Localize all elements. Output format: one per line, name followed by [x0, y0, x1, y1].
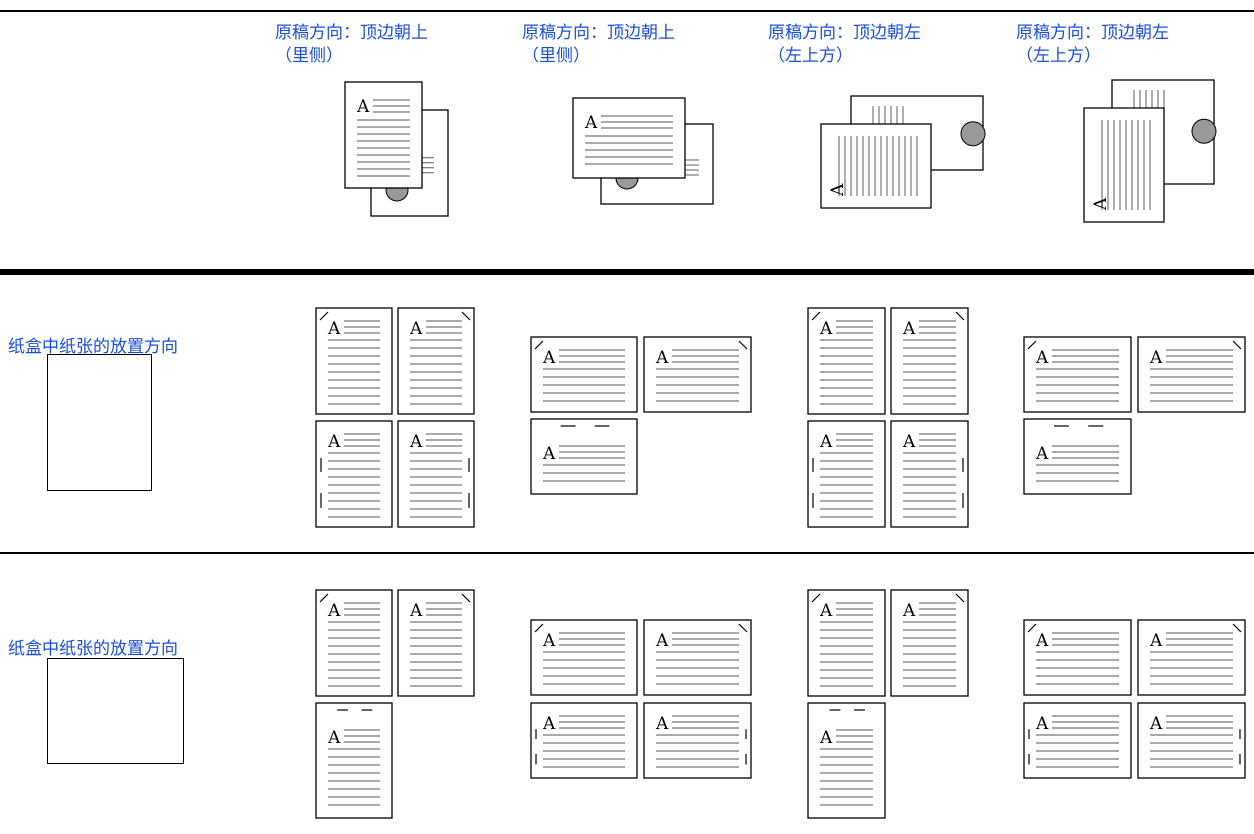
front-page [1083, 107, 1165, 223]
glyph-a: A [1091, 197, 1111, 211]
r2-g4-p1: A [1023, 619, 1132, 696]
glyph-a: A [819, 728, 833, 748]
r2-g2-p1: A [530, 619, 638, 696]
original-header-3: A [820, 95, 986, 209]
column-header-2-line2: （里侧） [522, 46, 590, 66]
column-header-4-line1: 原稿方向：顶边朝左 [1016, 23, 1169, 43]
original-header-4: A [1083, 79, 1217, 223]
glyph-a: A [542, 444, 556, 464]
glyph-a: A [819, 432, 833, 452]
glyph-a: A [655, 631, 669, 651]
r2-g2-p2: A [643, 619, 752, 696]
glyph-a: A [1149, 714, 1163, 734]
r1-g3-p1: A [807, 307, 886, 415]
glyph-a: A [542, 348, 556, 368]
r2-g2-p4: A [643, 702, 752, 779]
column-header-3-line2: （左上方） [768, 46, 853, 66]
row-label-2: 纸盒中纸张的放置方向 [8, 639, 178, 659]
column-header-2: 原稿方向：顶边朝上 （里侧） [522, 22, 675, 68]
r1-g4-p1: A [1023, 336, 1132, 413]
glyph-a: A [902, 319, 916, 339]
r2-g1-p3: A [315, 702, 393, 819]
glyph-a: A [327, 432, 341, 452]
glyph-a: A [819, 319, 833, 339]
r1-g4-p3: A [1023, 418, 1132, 495]
r1-g2-p3: A [530, 418, 638, 495]
r1-g2-p1: A [530, 336, 638, 413]
glyph-a: A [542, 714, 556, 734]
glyph-a: A [1035, 631, 1049, 651]
r1-g1-p3: A [315, 420, 393, 528]
r2-g4-p4: A [1137, 702, 1246, 779]
staple-hole-icon [960, 121, 986, 147]
glyph-a: A [655, 348, 669, 368]
glyph-a: A [828, 183, 848, 197]
r2-g1-p1: A [315, 589, 393, 697]
r2-g2-p3: A [530, 702, 638, 779]
column-header-1: 原稿方向：顶边朝上 （里侧） [275, 22, 428, 68]
column-header-1-line2: （里侧） [275, 46, 343, 66]
glyph-a: A [409, 601, 423, 621]
glyph-a: A [409, 319, 423, 339]
r1-g1-p1: A [315, 307, 393, 415]
r2-g3-p1: A [807, 589, 886, 697]
column-header-3-line1: 原稿方向：顶边朝左 [768, 23, 921, 43]
original-header-1: A [344, 81, 449, 217]
glyph-a: A [584, 113, 598, 133]
r1-g1-p2: A [397, 307, 475, 415]
glyph-a: A [542, 631, 556, 651]
glyph-a: A [327, 601, 341, 621]
column-header-4: 原稿方向：顶边朝左 （左上方） [1016, 22, 1169, 68]
r1-g1-p4: A [397, 420, 475, 528]
r2-g1-p2: A [397, 589, 475, 697]
front-page [572, 97, 686, 179]
column-header-3: 原稿方向：顶边朝左 （左上方） [768, 22, 921, 68]
r1-g2-p2: A [643, 336, 752, 413]
glyph-a: A [1149, 631, 1163, 651]
tray-landscape-paper [47, 658, 184, 764]
r1-g3-p3: A [807, 420, 886, 528]
glyph-a: A [356, 97, 370, 117]
r2-g4-p2: A [1137, 619, 1246, 696]
r1-g4-p2: A [1137, 336, 1246, 413]
glyph-a: A [327, 728, 341, 748]
glyph-a: A [655, 714, 669, 734]
row-label-1: 纸盒中纸张的放置方向 [8, 337, 178, 357]
glyph-a: A [1035, 348, 1049, 368]
glyph-a: A [902, 601, 916, 621]
glyph-a: A [902, 432, 916, 452]
r1-g3-p2: A [890, 307, 969, 415]
thick-rule [0, 269, 1254, 275]
column-header-2-line1: 原稿方向：顶边朝上 [522, 23, 675, 43]
glyph-a: A [1035, 444, 1049, 464]
r2-g3-p3: A [807, 702, 886, 819]
glyph-a: A [1149, 348, 1163, 368]
r2-g3-p2: A [890, 589, 969, 697]
page-outline [315, 702, 393, 819]
glyph-a: A [327, 319, 341, 339]
top-rule [0, 10, 1254, 12]
staple-hole-icon [1191, 118, 1217, 144]
r2-g4-p3: A [1023, 702, 1132, 779]
page-outline [807, 702, 886, 819]
column-header-4-line2: （左上方） [1016, 46, 1101, 66]
glyph-a: A [409, 432, 423, 452]
glyph-a: A [819, 601, 833, 621]
r1-g3-p4: A [890, 420, 969, 528]
original-header-2: A [572, 97, 714, 205]
column-header-1-line1: 原稿方向：顶边朝上 [275, 23, 428, 43]
tray-portrait-paper [47, 354, 152, 491]
middle-rule [0, 552, 1254, 554]
glyph-a: A [1035, 714, 1049, 734]
